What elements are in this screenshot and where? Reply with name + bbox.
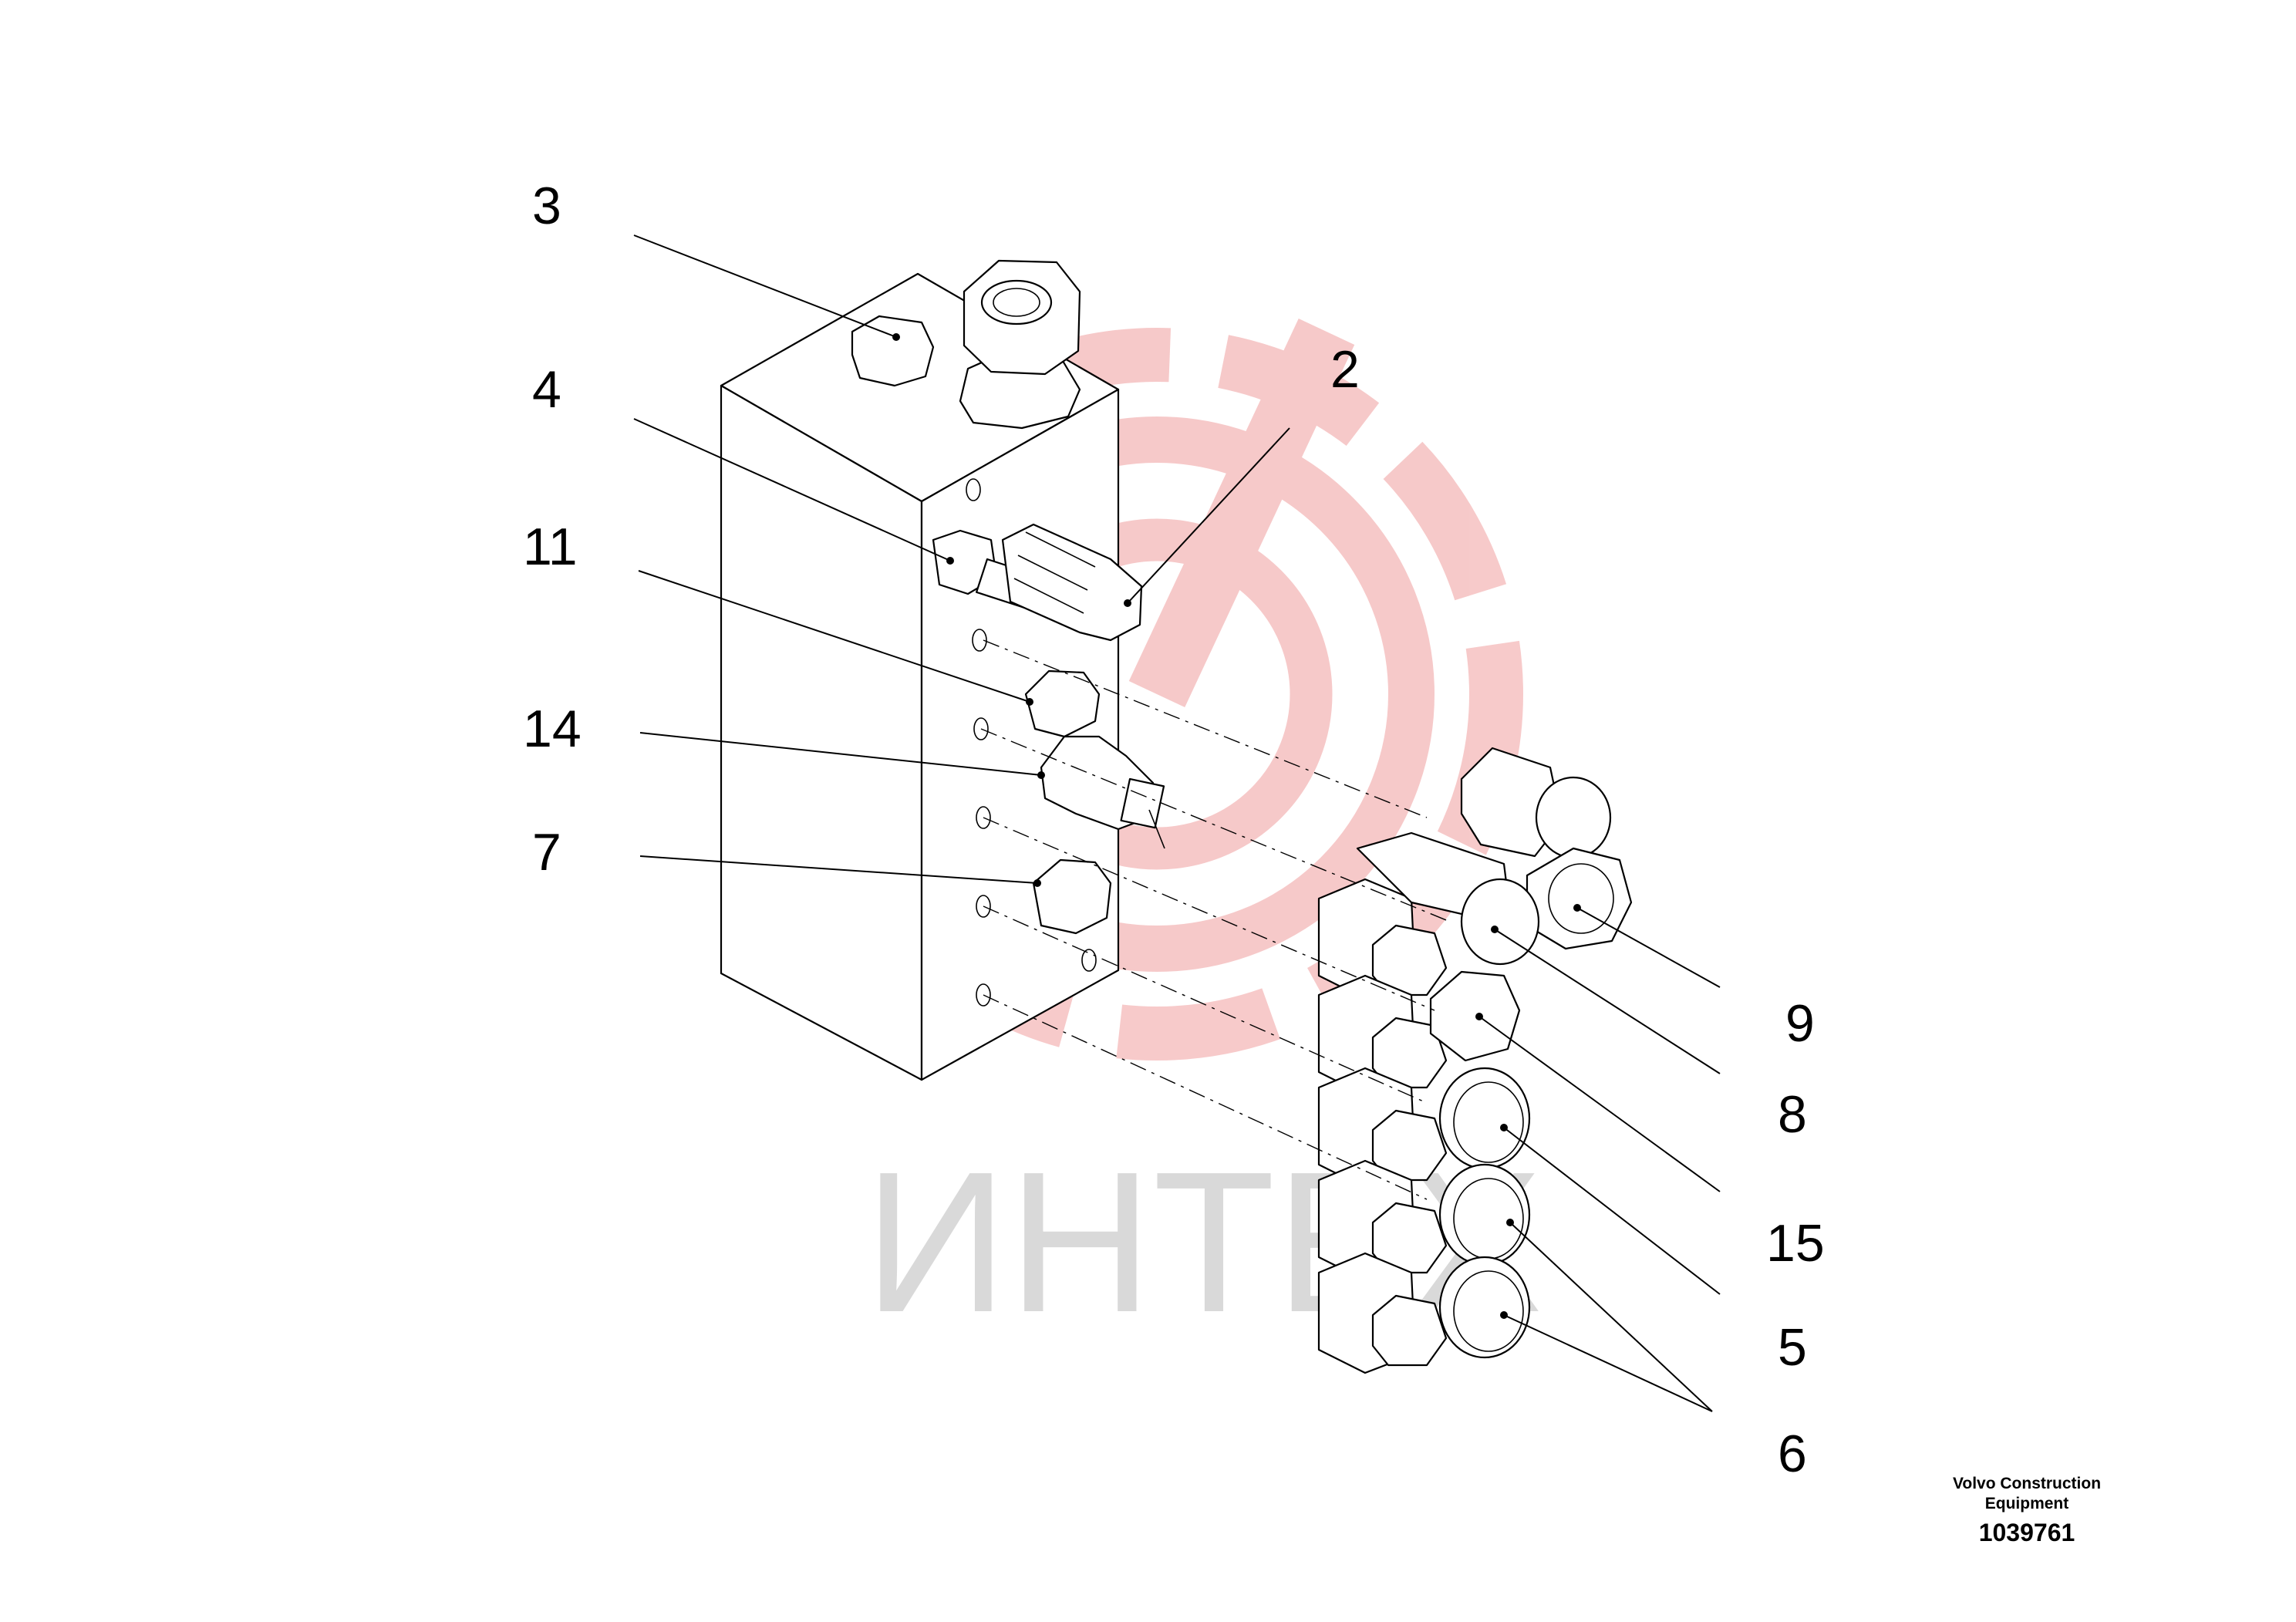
callout-8: 8 xyxy=(1778,1085,1807,1144)
callout-6: 6 xyxy=(1778,1425,1807,1483)
valve-stack xyxy=(1317,747,1633,1374)
plug-part-3 xyxy=(851,315,935,387)
callout-7: 7 xyxy=(532,823,561,882)
callout-3: 3 xyxy=(532,177,561,235)
callout-9: 9 xyxy=(1785,994,1815,1053)
credit-line-2: Equipment xyxy=(1985,1495,2069,1512)
drawing-number: 1039761 xyxy=(1979,1519,2075,1546)
callout-2: 2 xyxy=(1330,340,1360,399)
top-fitting xyxy=(959,259,1081,430)
callout-labels: 3 4 11 14 7 2 9 8 15 5 6 xyxy=(523,177,1825,1483)
leader-dots xyxy=(892,333,1581,1319)
callout-14: 14 xyxy=(523,700,582,758)
credit-line-1: Volvo Construction xyxy=(1953,1475,2101,1492)
plug-part-11 xyxy=(1024,669,1101,738)
center-lines xyxy=(980,639,1451,1200)
plug-part-7 xyxy=(1032,858,1112,935)
callout-15: 15 xyxy=(1766,1214,1825,1273)
callout-4: 4 xyxy=(532,360,561,419)
cartridge-part-2 xyxy=(932,523,1143,642)
leader-lines xyxy=(633,234,1721,1412)
credit-block: Volvo Construction Equipment 1039761 xyxy=(1953,1475,2101,1546)
callout-5: 5 xyxy=(1778,1318,1807,1377)
callout-11: 11 xyxy=(523,518,578,576)
